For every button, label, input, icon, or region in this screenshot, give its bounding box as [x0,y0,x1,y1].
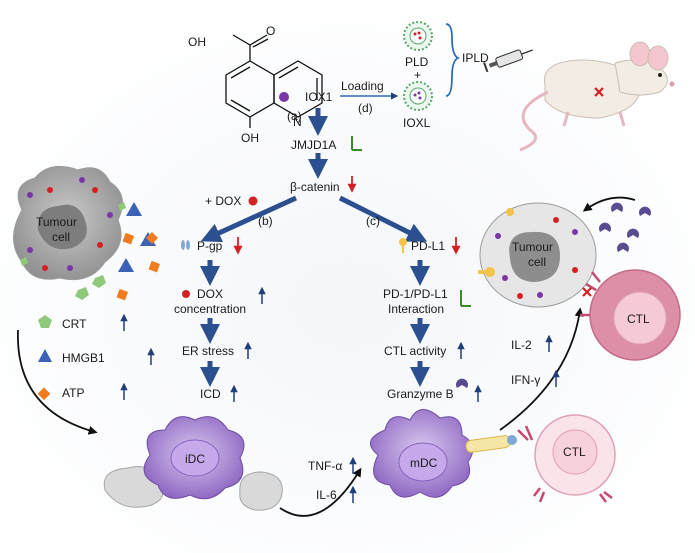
ifn-label: IFN-γ [511,373,540,387]
jmjd1a-label: JMJD1A [291,138,336,152]
dox-dot-icon [248,196,258,206]
crt-icon [38,315,52,328]
dox-conc-label-1: DOX [197,287,223,301]
inhibit-jmjd1a-icon [351,136,362,151]
curve-arrow-left [17,329,98,435]
loading-label: Loading [341,79,384,93]
granzyme-floating-icons [599,202,651,252]
tumour-cell-right [478,202,597,308]
tumour-cell-left [13,165,126,281]
crt-label: CRT [62,317,87,331]
oh-label: OH [241,131,259,145]
mdc-label: mDC [410,456,438,470]
iox1-structure [225,34,323,128]
icd-label: ICD [200,387,221,401]
bracket [445,23,461,97]
tumour-left-label-2: cell [52,230,70,244]
mdc-cell [370,409,517,498]
arrow-bcatenin-right [338,195,428,242]
iox1-label: IOX1 [305,90,333,104]
ctl-upper-label: CTL [627,312,650,326]
il2-label: IL-2 [511,338,532,352]
granzyme-label: Granzyme B [387,387,454,401]
pgp-icon [181,240,190,250]
ctl-upper-cell [580,269,681,361]
il6-label: IL-6 [316,488,337,502]
curve-arrow-top-right [582,196,636,212]
step-d-label: (d) [358,101,373,115]
idc-label: iDC [185,452,205,466]
hmgb1-icon [38,349,52,362]
mouse-icon [519,41,675,152]
plus-label: + [414,68,421,82]
ctl-lower-label: CTL [563,445,586,459]
ioxl-label: IOXL [403,116,431,130]
syringe-icon [483,49,533,73]
ctl-lower-cell [517,414,616,503]
dox-label: + DOX [205,194,241,208]
pdl1-icon [399,238,407,253]
tumour-right-label-1: Tumour [512,240,553,254]
n-atom-label: N [293,115,302,129]
hmgb1-label: HMGB1 [62,351,105,365]
pd1-label-1: PD-1/PD-L1 [383,287,448,301]
ctl-activity-label: CTL activity [384,344,446,358]
er-stress-label: ER stress [182,344,234,358]
damp-icons [75,202,161,301]
step-a-label: (a) [287,109,302,123]
step-b-label: (b) [258,214,273,228]
arrow-bcatenin-left [200,195,298,243]
iox1-dot-icon [279,92,289,102]
idc-cell [103,416,283,511]
step-c-label: (c) [366,214,380,228]
tnf-label: TNF-α [308,459,342,473]
pgp-label: P-gp [197,239,223,253]
ipld-label: IPLD [462,51,489,65]
inhibit-interaction-icon [460,290,471,307]
cooh-oh-label: OH [188,35,206,49]
bcatenin-label: β-catenin [290,180,340,194]
cooh-o-label: O [266,24,275,38]
pld-label: PLD [405,55,429,69]
curve-arrow-bottom [279,467,362,517]
pld-liposome-icon [403,21,433,51]
granzyme-icon [456,378,468,388]
dox-conc-label-2: concentration [174,302,246,316]
atp-label: ATP [62,386,84,400]
tumour-left-label-1: Tumour [36,215,77,229]
ioxl-liposome-icon [403,81,433,111]
dox-conc-dot-icon [182,290,190,298]
pdl1-label: PD-L1 [411,239,445,253]
tumour-right-label-2: cell [528,255,546,269]
pd1-label-2: Interaction [388,302,444,316]
